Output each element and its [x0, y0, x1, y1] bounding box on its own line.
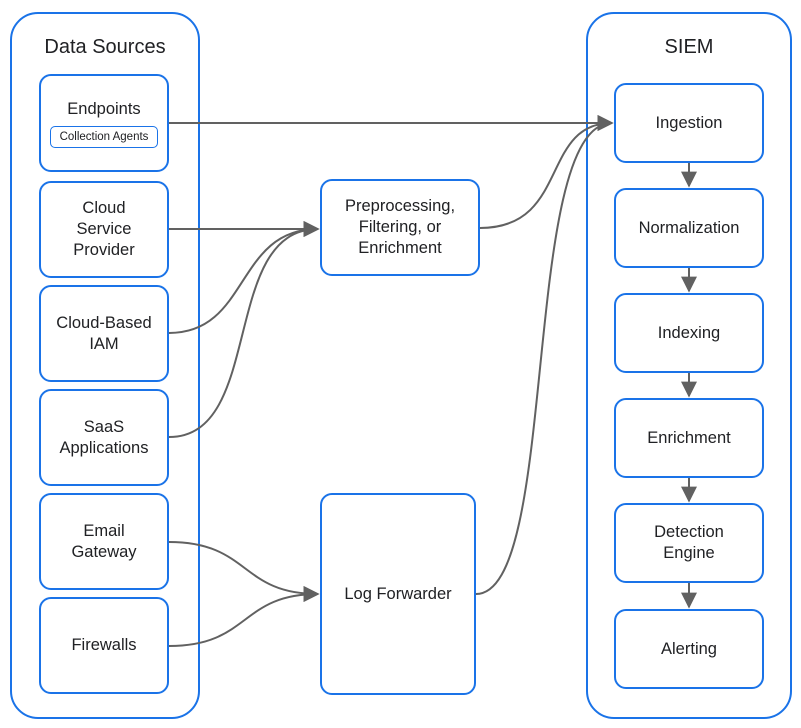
indexing-label: Indexing: [657, 323, 721, 342]
data-sources-title: Data Sources: [44, 36, 166, 58]
cloud-based-iam-label: Cloud-Based IAM: [56, 313, 152, 353]
cloud-service-provider-label: Cloud Service Provider: [73, 199, 135, 259]
alerting-label: Alerting: [661, 639, 717, 658]
alerting-node[interactable]: Alerting: [614, 609, 764, 689]
log-forwarder-node[interactable]: Log Forwarder: [320, 493, 476, 695]
normalization-label: Normalization: [638, 218, 740, 237]
log-forwarder-label: Log Forwarder: [344, 584, 452, 603]
firewalls-label: Firewalls: [71, 636, 137, 654]
saas-applications-node[interactable]: SaaS Applications: [39, 389, 169, 486]
cloud-service-provider-node[interactable]: Cloud Service Provider: [39, 181, 169, 278]
detection-engine-label: Detection Engine: [654, 523, 724, 562]
siem-title: SIEM: [664, 36, 714, 58]
email-gateway-node[interactable]: Email Gateway: [39, 493, 169, 590]
detection-engine-node[interactable]: Detection Engine: [614, 503, 764, 583]
firewalls-node[interactable]: Firewalls: [39, 597, 169, 694]
endpoints-label: Endpoints: [67, 99, 141, 118]
endpoints-node[interactable]: Endpoints Collection Agents: [39, 74, 169, 172]
normalization-node[interactable]: Normalization: [614, 188, 764, 268]
preprocessing-label: Preprocessing, Filtering, or Enrichment: [344, 197, 456, 257]
cloud-based-iam-node[interactable]: Cloud-Based IAM: [39, 285, 169, 382]
saas-applications-label: SaaS Applications: [59, 417, 149, 457]
enrichment-node[interactable]: Enrichment: [614, 398, 764, 478]
ingestion-label: Ingestion: [655, 113, 723, 132]
collection-agents-box: Collection Agents: [49, 125, 159, 148]
indexing-node[interactable]: Indexing: [614, 293, 764, 373]
preprocessing-node[interactable]: Preprocessing, Filtering, or Enrichment: [320, 179, 480, 276]
email-gateway-label: Email Gateway: [71, 521, 137, 561]
ingestion-node[interactable]: Ingestion: [614, 83, 764, 163]
enrichment-label: Enrichment: [647, 428, 731, 447]
